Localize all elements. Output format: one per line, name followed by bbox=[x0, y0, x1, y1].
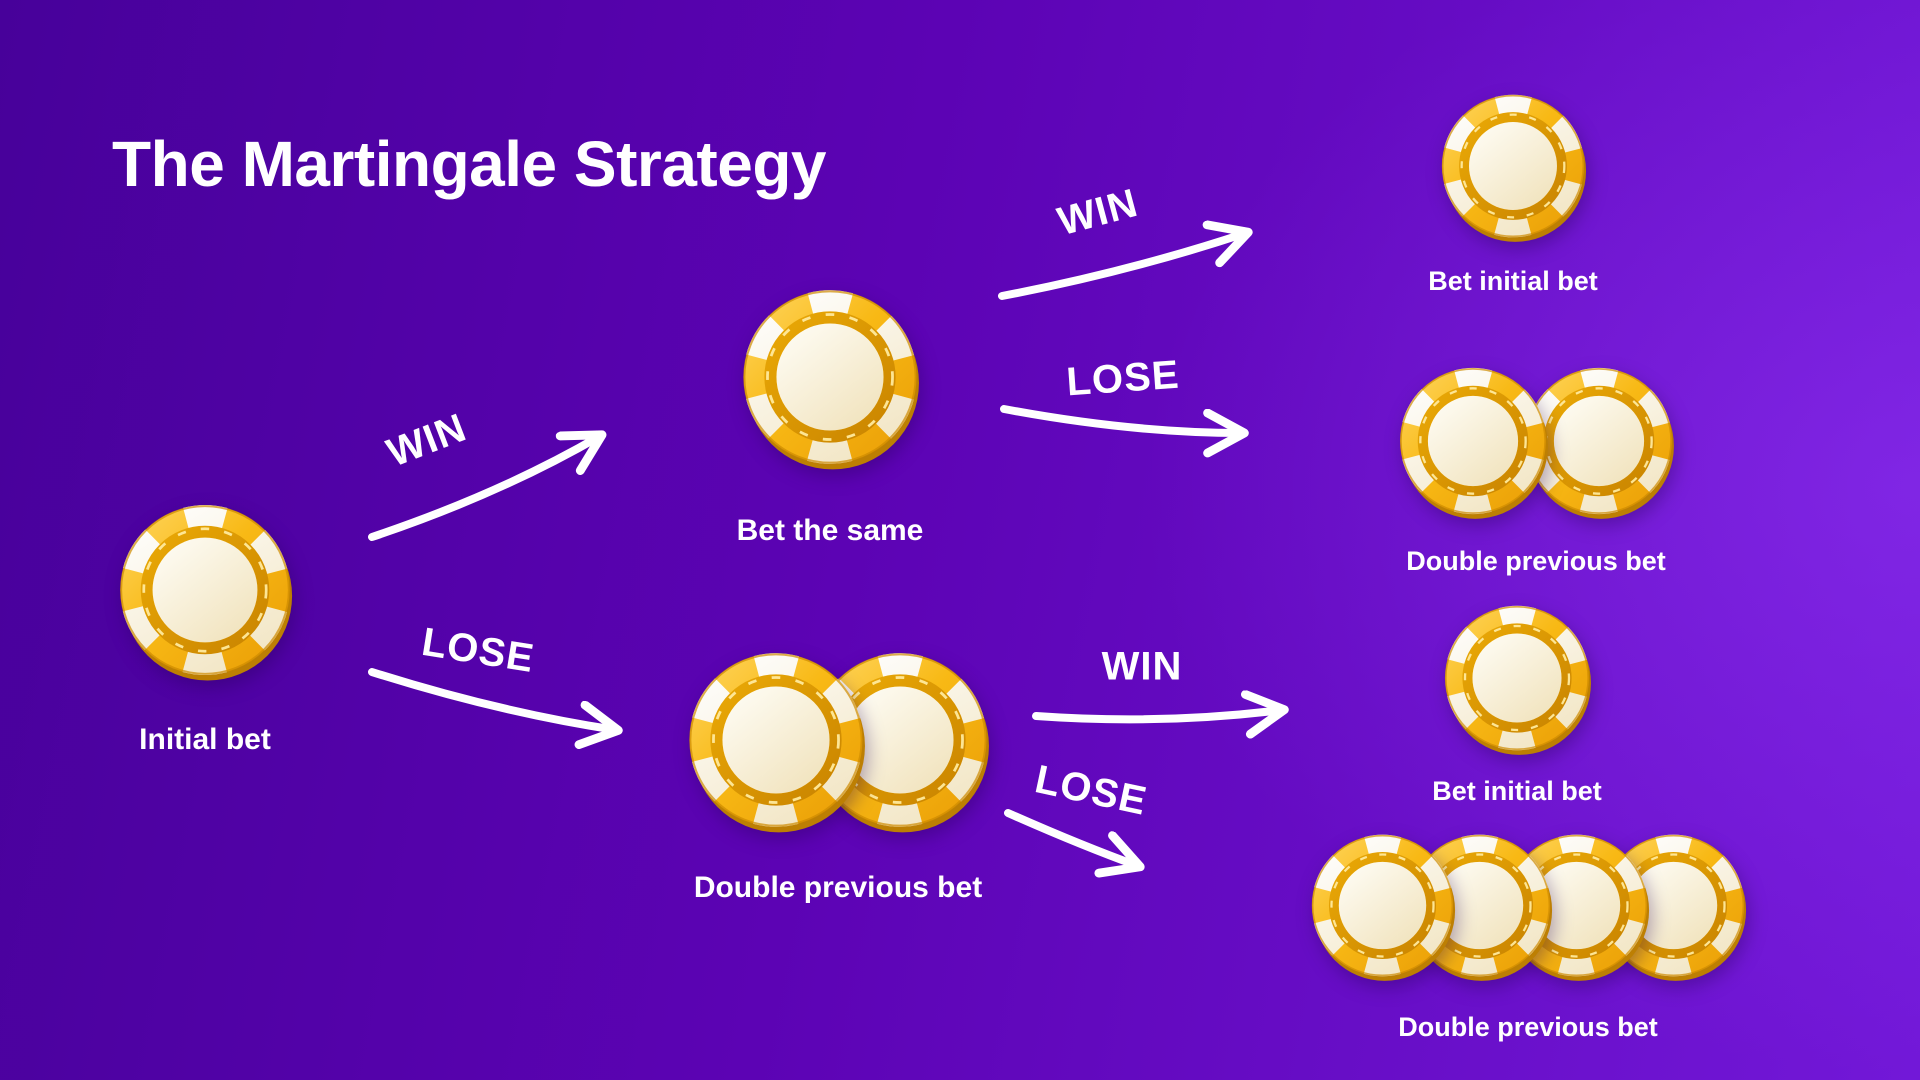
chip-stack bbox=[735, 282, 925, 472]
node-bet-the-same: Bet the same bbox=[680, 282, 980, 548]
node-initial-bet: Initial bet bbox=[60, 497, 350, 757]
node-label: Bet the same bbox=[736, 514, 924, 547]
poker-chip-icon bbox=[1399, 367, 1548, 519]
poker-chip-icon bbox=[1311, 834, 1456, 981]
chip-stack bbox=[1305, 828, 1751, 983]
chip-stack bbox=[112, 497, 298, 683]
poker-chip-icon bbox=[1408, 834, 1553, 981]
chip-stack bbox=[681, 645, 995, 835]
arrow-win-to-bet-initial-bottom bbox=[1032, 710, 1282, 719]
arrow-lose-to-double-bottom bbox=[1004, 809, 1138, 866]
edge-label-win-3: WIN bbox=[1101, 644, 1183, 689]
chip-stack bbox=[1438, 599, 1596, 757]
poker-chip-icon bbox=[689, 653, 865, 833]
poker-chip-icon bbox=[1602, 834, 1747, 981]
node-bet-initial-bet-top: Bet initial bet bbox=[1363, 88, 1663, 297]
poker-chip-icon bbox=[813, 653, 989, 833]
edge-label-lose-2: LOSE bbox=[1065, 352, 1181, 405]
node-bet-initial-bet-bottom: Bet initial bet bbox=[1367, 599, 1667, 807]
chip-stack bbox=[1393, 361, 1679, 521]
arrow-win-to-bet-the-same bbox=[368, 436, 600, 541]
node-double-previous-bet-bottom: Double previous bet bbox=[1305, 828, 1751, 1043]
node-label: Double previous bet bbox=[693, 871, 983, 904]
node-label: Bet initial bet bbox=[1428, 266, 1598, 296]
poker-chip-icon bbox=[1441, 94, 1587, 242]
chip-stack bbox=[1435, 88, 1591, 244]
arrow-lose-to-double-mid bbox=[368, 668, 616, 730]
poker-chip-icon bbox=[1525, 367, 1674, 519]
arrow-win-to-bet-initial-top bbox=[998, 233, 1246, 300]
arrow-lose-to-double-right bbox=[1000, 405, 1242, 433]
poker-chip-icon bbox=[743, 290, 919, 470]
poker-chip-icon bbox=[1444, 605, 1591, 755]
node-label: Double previous bet bbox=[1406, 546, 1666, 576]
node-label: Initial bet bbox=[139, 723, 271, 756]
node-label: Double previous bet bbox=[1398, 1012, 1658, 1042]
page-title: The Martingale Strategy bbox=[112, 127, 827, 200]
node-double-previous-bet-right: Double previous bet bbox=[1366, 361, 1706, 577]
poker-chip-icon bbox=[120, 505, 293, 681]
node-label: Bet initial bet bbox=[1432, 776, 1602, 806]
node-double-previous-bet-mid: Double previous bet bbox=[668, 645, 1008, 905]
